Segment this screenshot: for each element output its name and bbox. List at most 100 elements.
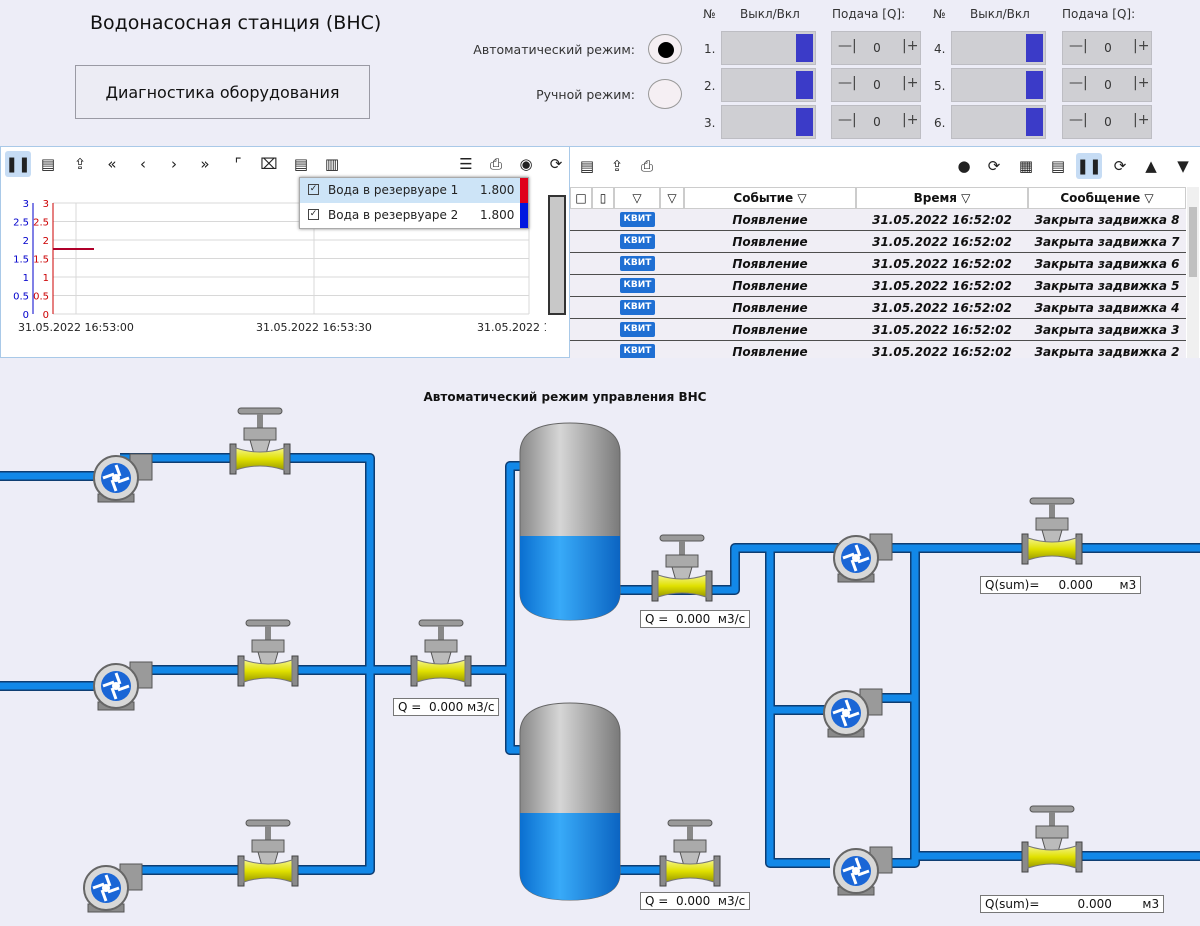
acknowledge-button[interactable]: КВИТ bbox=[620, 212, 655, 227]
pump-1-icon[interactable] bbox=[93, 453, 153, 503]
pump-5-icon[interactable] bbox=[823, 688, 883, 738]
sync-icon[interactable]: ⟳ bbox=[1113, 157, 1127, 175]
export-icon[interactable]: ⇪ bbox=[610, 157, 624, 175]
forward-icon[interactable]: › bbox=[171, 155, 177, 173]
list-icon[interactable]: ☰ bbox=[459, 155, 473, 173]
document-icon[interactable]: ▤ bbox=[579, 157, 595, 175]
pump-4-feed-stepper[interactable]: —| 0 |+ bbox=[1062, 31, 1152, 65]
sort-up-icon[interactable]: ▲ bbox=[1145, 157, 1157, 175]
refresh-icon[interactable]: ⟳ bbox=[549, 155, 563, 173]
chart-area-icon[interactable]: ▥ bbox=[324, 155, 340, 173]
pause-icon[interactable]: ❚❚ bbox=[5, 151, 31, 177]
alert-icon[interactable]: ● bbox=[957, 157, 971, 175]
bookmark-icon[interactable]: ▯ bbox=[592, 187, 614, 209]
valve-5-icon[interactable] bbox=[651, 534, 713, 602]
legend-item[interactable]: ✓ Вода в резервуаре 2 1.800 bbox=[300, 203, 528, 228]
forward-fast-icon[interactable]: » bbox=[200, 155, 210, 173]
pump-2-feed-stepper[interactable]: —| 0 |+ bbox=[831, 68, 921, 102]
auto-mode-radio[interactable] bbox=[648, 34, 682, 64]
back-icon[interactable]: ‹ bbox=[140, 155, 146, 173]
valve-4-icon[interactable] bbox=[410, 619, 472, 687]
pump-6-toggle[interactable] bbox=[951, 105, 1046, 139]
valve-7-icon[interactable] bbox=[1021, 497, 1083, 565]
print-icon[interactable]: ⎙ bbox=[640, 157, 653, 175]
acknowledge-button[interactable]: КВИТ bbox=[620, 278, 655, 293]
increment-button[interactable]: |+ bbox=[902, 112, 919, 128]
checkbox[interactable]: ✓ bbox=[308, 209, 319, 220]
filter-icon[interactable]: ▽ bbox=[614, 187, 660, 209]
pump-2-toggle[interactable] bbox=[721, 68, 816, 102]
y-tick-label: 0.5 bbox=[13, 292, 29, 303]
calendar-icon[interactable]: ▦ bbox=[1018, 157, 1034, 175]
valve-2-icon[interactable] bbox=[237, 619, 299, 687]
pump-1-toggle[interactable] bbox=[721, 31, 816, 65]
chart-fill-icon[interactable]: ▤ bbox=[293, 155, 309, 173]
decrement-button[interactable]: —| bbox=[838, 75, 857, 91]
pump-4-toggle[interactable] bbox=[951, 31, 1046, 65]
chart-axis-icon[interactable]: ⌜ bbox=[234, 155, 242, 173]
decrement-button[interactable]: —| bbox=[838, 112, 857, 128]
pump-2-icon[interactable] bbox=[93, 661, 153, 711]
col-event-header[interactable]: Событие ▽ bbox=[684, 187, 856, 209]
pump-5-toggle[interactable] bbox=[951, 68, 1046, 102]
pump-1-feed-stepper[interactable]: —| 0 |+ bbox=[831, 31, 921, 65]
pump-6-icon[interactable] bbox=[833, 846, 893, 896]
y-tick-label: 3 bbox=[43, 199, 49, 210]
increment-button[interactable]: |+ bbox=[1133, 38, 1150, 54]
decrement-button[interactable]: —| bbox=[1069, 38, 1088, 54]
pump-3-icon[interactable] bbox=[83, 863, 143, 913]
diagnostics-button[interactable]: Диагностика оборудования bbox=[75, 65, 370, 119]
table-icon[interactable]: ▤ bbox=[40, 155, 56, 173]
sort-down-icon[interactable]: ▼ bbox=[1177, 157, 1189, 175]
valve-6-icon[interactable] bbox=[659, 819, 721, 887]
decrement-button[interactable]: —| bbox=[838, 38, 857, 54]
col-message-header[interactable]: Сообщение ▽ bbox=[1028, 187, 1186, 209]
pump-4-icon[interactable] bbox=[833, 533, 893, 583]
history-icon[interactable]: ⟳ bbox=[987, 157, 1001, 175]
decrement-button[interactable]: —| bbox=[1069, 75, 1088, 91]
trend-scrollbar[interactable] bbox=[548, 195, 566, 315]
increment-button[interactable]: |+ bbox=[902, 38, 919, 54]
events-scrollbar[interactable] bbox=[1187, 187, 1199, 359]
acknowledge-button[interactable]: КВИТ bbox=[620, 322, 655, 337]
pump-3-toggle[interactable] bbox=[721, 105, 816, 139]
pump-6-feed-stepper[interactable]: —| 0 |+ bbox=[1062, 105, 1152, 139]
valve-3-icon[interactable] bbox=[237, 819, 299, 887]
export-icon[interactable]: ⇪ bbox=[73, 155, 87, 173]
valve-8-icon[interactable] bbox=[1021, 805, 1083, 873]
increment-button[interactable]: |+ bbox=[902, 75, 919, 91]
pump-3-feed-stepper[interactable]: —| 0 |+ bbox=[831, 105, 921, 139]
acknowledge-button[interactable]: КВИТ bbox=[620, 300, 655, 315]
increment-button[interactable]: |+ bbox=[1133, 112, 1150, 128]
rewind-fast-icon[interactable]: « bbox=[107, 155, 117, 173]
acknowledge-button[interactable]: КВИТ bbox=[620, 256, 655, 271]
acknowledge-button[interactable]: КВИТ bbox=[620, 234, 655, 249]
scrollbar-thumb[interactable] bbox=[1189, 207, 1197, 277]
increment-button[interactable]: |+ bbox=[1133, 75, 1150, 91]
pump-5-feed-stepper[interactable]: —| 0 |+ bbox=[1062, 68, 1152, 102]
decrement-button[interactable]: —| bbox=[1069, 112, 1088, 128]
camera-icon[interactable]: ◉ bbox=[519, 155, 533, 173]
flow-readout-mid: Q = 0.000 м3/с bbox=[393, 698, 500, 716]
chart-clear-icon[interactable]: ⌧ bbox=[260, 155, 278, 173]
valve-1-icon[interactable] bbox=[229, 407, 291, 475]
col-bookmark[interactable]: □ bbox=[570, 187, 592, 209]
print-icon[interactable]: ⎙ bbox=[489, 155, 502, 173]
acknowledge-button[interactable]: КВИТ bbox=[620, 344, 655, 359]
legend-name: Вода в резервуаре 1 bbox=[328, 183, 459, 197]
filter-icon[interactable]: ▽ bbox=[660, 187, 684, 209]
notes-icon[interactable]: ▤ bbox=[1050, 157, 1066, 175]
checkbox[interactable]: ✓ bbox=[308, 184, 319, 195]
legend-item[interactable]: ✓ Вода в резервуаре 1 1.800 bbox=[300, 178, 528, 203]
col-time-header[interactable]: Время ▽ bbox=[856, 187, 1028, 209]
pause-icon[interactable]: ❚❚ bbox=[1076, 153, 1102, 179]
feed-value: 0 bbox=[873, 41, 881, 55]
manual-mode-radio[interactable] bbox=[648, 79, 682, 109]
